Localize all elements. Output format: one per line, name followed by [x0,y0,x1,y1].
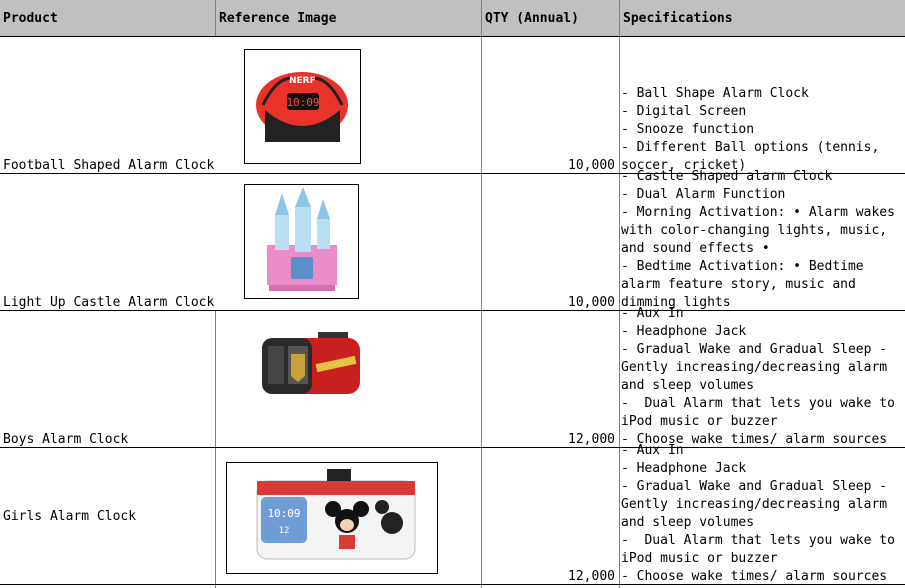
product-cell[interactable]: Girls Alarm Clock [3,509,137,524]
qty-cell[interactable]: 10,000 [568,295,615,310]
grid-line [0,173,905,174]
grid-line [619,0,620,588]
grid-line [481,0,482,588]
product-cell[interactable]: Football Shaped Alarm Clock [3,158,215,173]
product-cell[interactable]: Boys Alarm Clock [3,432,129,447]
grid-line [0,447,905,448]
grid-line [215,310,216,588]
castle-alarm-clock-image[interactable] [244,184,359,299]
svg-text:12: 12 [279,526,290,536]
castle-icon [267,187,337,291]
grid-line [0,36,905,37]
specs-cell[interactable]: - Aux In - Headphone Jack - Gradual Wake… [621,306,895,447]
specs-cell[interactable]: - Castle Shaped alarm Clock - Dual Alarm… [621,169,895,310]
football-alarm-clock-image[interactable]: 10:09 NERF [244,49,361,164]
grid-line [0,310,905,311]
header-reference-image[interactable]: Reference Image [216,0,481,36]
specs-cell[interactable]: - Ball Shape Alarm Clock - Digital Scree… [621,86,880,173]
qty-cell[interactable]: 10,000 [568,158,615,173]
svg-text:NERF: NERF [289,76,316,86]
grid-line [215,0,216,36]
specs-cell[interactable]: - Aux In - Headphone Jack - Gradual Wake… [621,443,895,584]
mickey-clock-icon: 10:09 12 [256,469,416,560]
product-cell[interactable]: Light Up Castle Alarm Clock [3,295,215,310]
header-qty[interactable]: QTY (Annual) [482,0,619,36]
svg-text:10:09: 10:09 [286,96,319,109]
football-alarm-clock-icon: 10:09 NERF [256,72,348,142]
mickey-alarm-clock-image[interactable]: 10:09 12 [226,462,438,574]
grid-line [0,584,905,585]
header-specifications[interactable]: Specifications [620,0,905,36]
iron-man-alarm-clock-image[interactable] [258,332,364,404]
iron-man-clock-icon [262,332,360,394]
qty-cell[interactable]: 12,000 [568,569,615,584]
svg-text:10:09: 10:09 [267,507,300,520]
qty-cell[interactable]: 12,000 [568,432,615,447]
header-product[interactable]: Product [0,0,215,36]
